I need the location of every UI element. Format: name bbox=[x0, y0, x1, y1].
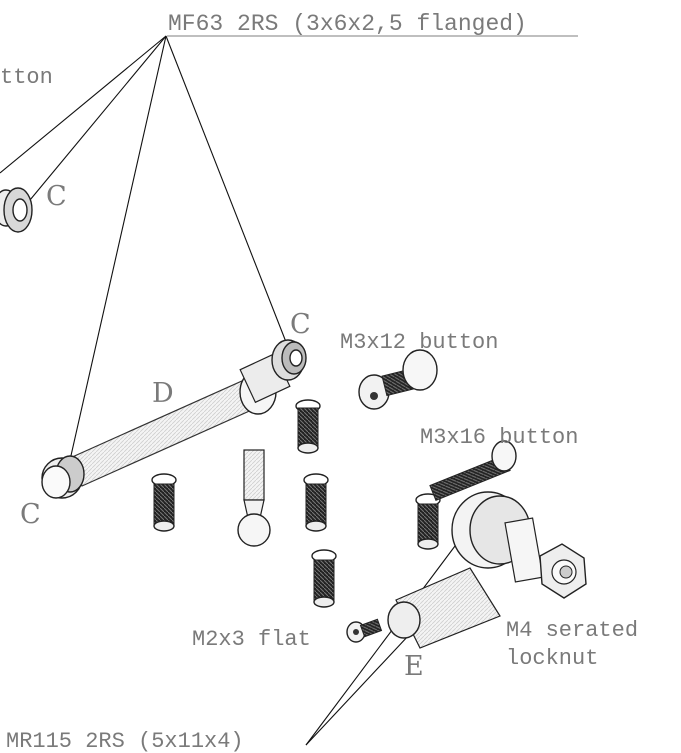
leader-mf63-a bbox=[0, 35, 167, 174]
label-mr115-bearing: MR115 2RS (5x11x4) bbox=[6, 729, 244, 753]
label-c-left: C bbox=[46, 181, 67, 212]
label-m4-line2: locknut bbox=[506, 646, 598, 671]
leader-mr115-a bbox=[305, 541, 459, 746]
label-m3x12: M3x12 button bbox=[340, 330, 498, 355]
screw-vertical-5 bbox=[415, 493, 441, 550]
rod-end-assembly bbox=[387, 491, 544, 649]
screw-vertical-1 bbox=[295, 399, 321, 454]
m2x3-flat-screw bbox=[346, 618, 383, 643]
ball-stud bbox=[237, 449, 271, 547]
bearing-left-partial bbox=[0, 187, 33, 233]
label-cut-button: tton bbox=[0, 65, 53, 90]
label-m4-line1: M4 serated bbox=[506, 618, 638, 643]
label-e: E bbox=[404, 651, 424, 682]
leader-mf63-b bbox=[29, 35, 167, 201]
label-mf63-bearing: MF63 2RS (3x6x2,5 flanged) bbox=[168, 11, 527, 37]
label-m2x3: M2x3 flat bbox=[192, 627, 311, 652]
leader-mf63-c bbox=[69, 35, 167, 461]
screw-vertical-3 bbox=[303, 473, 329, 532]
label-m3x16: M3x16 button bbox=[420, 425, 578, 450]
shaft-d bbox=[41, 371, 275, 499]
m4-locknut bbox=[539, 543, 587, 599]
screw-vertical-2 bbox=[151, 473, 177, 532]
label-d: D bbox=[152, 378, 174, 409]
bearing-c-upper bbox=[239, 339, 307, 415]
m3x16-button-screw bbox=[429, 440, 517, 502]
m3x12-button-screw bbox=[358, 349, 438, 410]
screw-vertical-4 bbox=[311, 549, 337, 608]
label-c-upper: C bbox=[290, 309, 311, 340]
leader-mf63-d bbox=[165, 35, 287, 343]
label-c-lower: C bbox=[20, 499, 41, 530]
leader-lines bbox=[0, 35, 578, 746]
